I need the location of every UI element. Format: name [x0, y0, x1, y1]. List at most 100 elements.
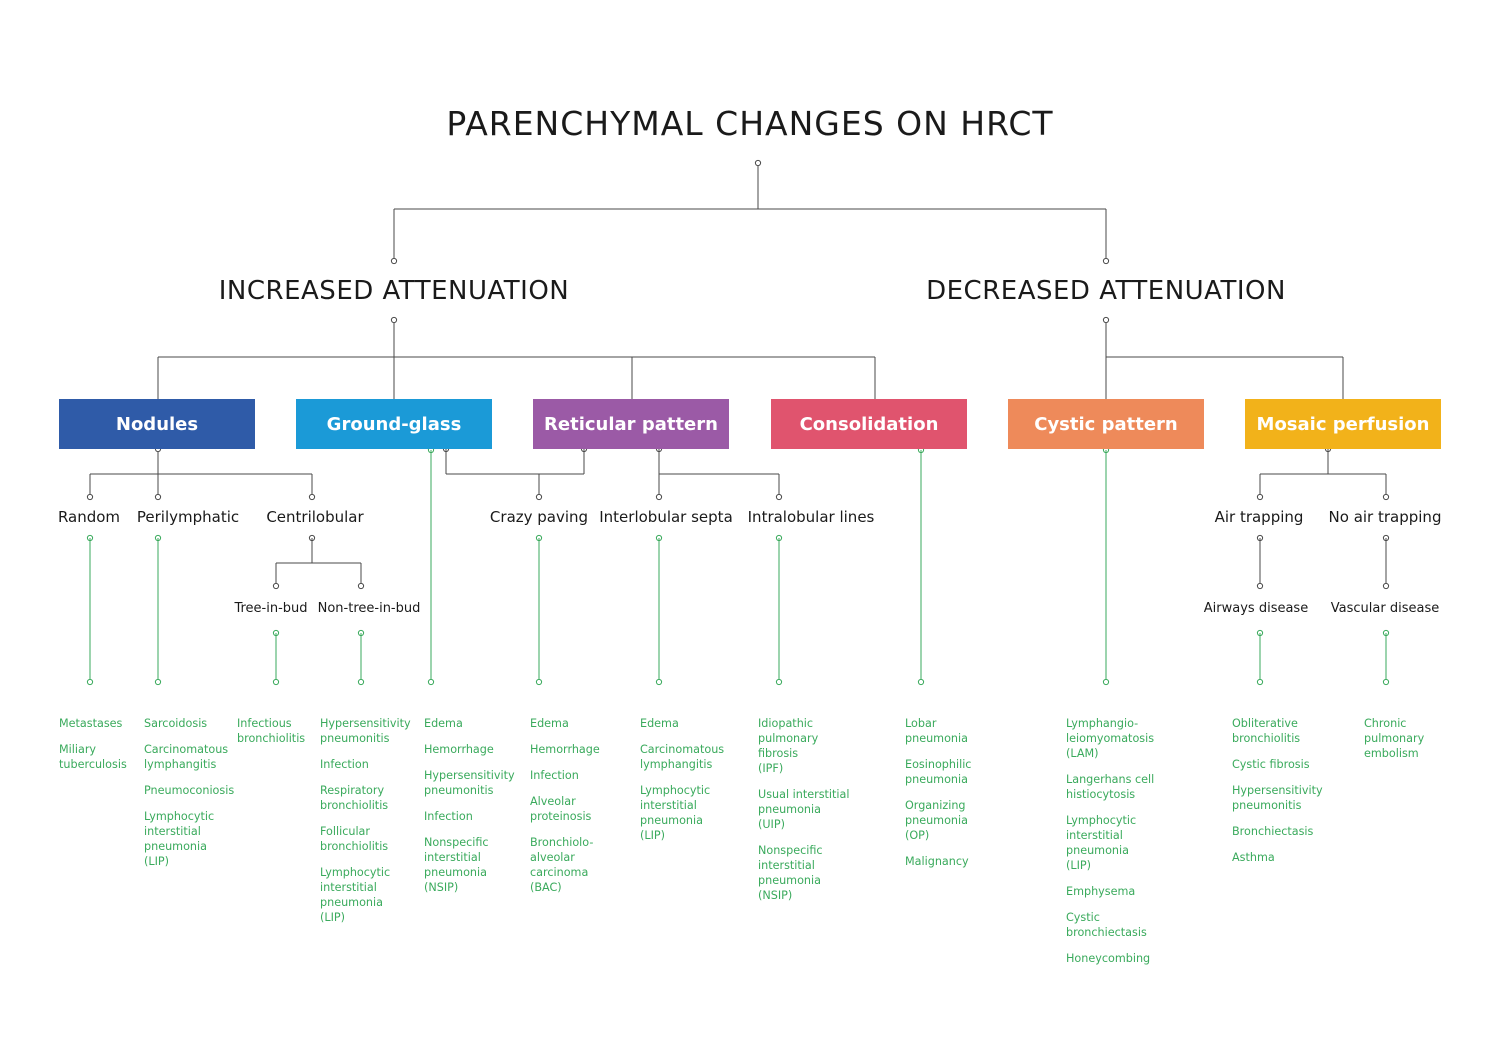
list-item-line: pneumonia: [905, 773, 968, 786]
connector-node: [754, 159, 762, 167]
list-item-line: pneumonitis: [320, 732, 390, 745]
list-item-line: Hypersensitivity: [424, 769, 515, 782]
list-item-line: interstitial: [320, 881, 377, 894]
list-item-line: (BAC): [530, 881, 562, 894]
connector-node: [1102, 316, 1110, 324]
subtype-air-trapping: Air trapping: [1214, 508, 1304, 526]
list-item-line: interstitial: [144, 825, 201, 838]
list-item-line: interstitial: [424, 851, 481, 864]
list-item-line: pneumonia: [144, 840, 207, 853]
list-item-line: (LIP): [320, 911, 346, 924]
connector-node: [1382, 493, 1390, 501]
list-item-line: Lymphangio-: [1066, 717, 1139, 730]
list-item-line: Malignancy: [905, 855, 969, 868]
list-item: Carcinomatous lymphangitis: [640, 742, 732, 772]
list-item: Sarcoidosis: [144, 716, 236, 731]
list-item: Hypersensitivity pneumonitis: [1232, 783, 1324, 813]
connector-node: [357, 582, 365, 590]
list-item-line: Infection: [530, 769, 579, 782]
list-item-line: alveolar: [530, 851, 575, 864]
list-item-line: (UIP): [758, 818, 785, 831]
connector-node: [1102, 257, 1110, 265]
subtype-centrilobular: Centrilobular: [266, 508, 364, 526]
list-item: Infection: [424, 809, 516, 824]
list-item: Edema: [530, 716, 622, 731]
category-cystic-pattern: Cystic pattern: [1008, 399, 1204, 449]
list-item-line: lymphangitis: [640, 758, 713, 771]
list-item-line: Hemorrhage: [530, 743, 600, 756]
list-item: Asthma: [1232, 850, 1324, 865]
list-item: Hypersensitivity pneumonitis: [320, 716, 412, 746]
connector-node: [308, 493, 316, 501]
list-item-line: pneumonitis: [1232, 799, 1302, 812]
list-item-line: Hypersensitivity: [1232, 784, 1323, 797]
connector-node: [86, 493, 94, 501]
subtype-perilymphatic: Perilymphatic: [136, 508, 240, 526]
connector-node: [1382, 678, 1390, 686]
list-item-line: Idiopathic: [758, 717, 814, 730]
list-cystic-pattern-causes: Lymphangio-leiomyomatosis(LAM)Langerhans…: [1066, 716, 1158, 977]
connector-node: [1256, 493, 1264, 501]
connector-node: [357, 678, 365, 686]
list-item: Hemorrhage: [424, 742, 516, 757]
connector-node: [390, 316, 398, 324]
subtype-random: Random: [57, 508, 121, 526]
list-item-line: (LAM): [1066, 747, 1099, 760]
list-item: Eosinophilic pneumonia: [905, 757, 997, 787]
list-item-line: interstitial: [758, 859, 815, 872]
list-item-line: Carcinomatous: [144, 743, 229, 756]
list-item-line: Emphysema: [1066, 885, 1136, 898]
subtype-interlobular-septa: Interlobular septa: [599, 508, 733, 526]
list-item-line: histiocytosis: [1066, 788, 1136, 801]
list-item-line: fibrosis: [758, 747, 799, 760]
category-reticular-pattern: Reticular pattern: [533, 399, 729, 449]
list-item-line: Cystic: [1066, 911, 1100, 924]
connector-node: [535, 678, 543, 686]
list-item-line: Infection: [320, 758, 369, 771]
list-item-line: Edema: [640, 717, 679, 730]
diagram-title: PARENCHYMAL CHANGES ON HRCT: [446, 104, 1054, 143]
list-item-line: Eosinophilic: [905, 758, 972, 771]
list-item: Infection: [320, 757, 412, 772]
connector-node: [655, 493, 663, 501]
list-item-line: Hypersensitivity: [320, 717, 411, 730]
connector-node: [775, 678, 783, 686]
connector-node: [1256, 678, 1264, 686]
list-item: Honeycombing: [1066, 951, 1158, 966]
list-item-line: Bronchiolo-: [530, 836, 594, 849]
list-item-line: pneumonia: [1066, 844, 1129, 857]
branch-decreased-attenuation: DECREASED ATTENUATION: [926, 276, 1286, 306]
list-item-line: pulmonary: [758, 732, 819, 745]
subtype-tree-in-bud: Tree-in-bud: [234, 601, 308, 616]
list-item-line: Edema: [530, 717, 569, 730]
category-consolidation: Consolidation: [771, 399, 967, 449]
list-item-line: Sarcoidosis: [144, 717, 208, 730]
list-item-line: Chronic: [1364, 717, 1407, 730]
list-item: Hemorrhage: [530, 742, 622, 757]
list-item: Infection: [530, 768, 622, 783]
list-item-line: Carcinomatous: [640, 743, 725, 756]
list-item-line: Asthma: [1232, 851, 1275, 864]
list-item-line: embolism: [1364, 747, 1419, 760]
connector-node: [775, 493, 783, 501]
list-item: Lymphangio-leiomyomatosis(LAM): [1066, 716, 1158, 761]
connector-node: [272, 582, 280, 590]
list-item-line: Edema: [424, 717, 463, 730]
list-item-line: pulmonary: [1364, 732, 1425, 745]
subtype-non-tree-in-bud: Non-tree-in-bud: [317, 601, 421, 616]
